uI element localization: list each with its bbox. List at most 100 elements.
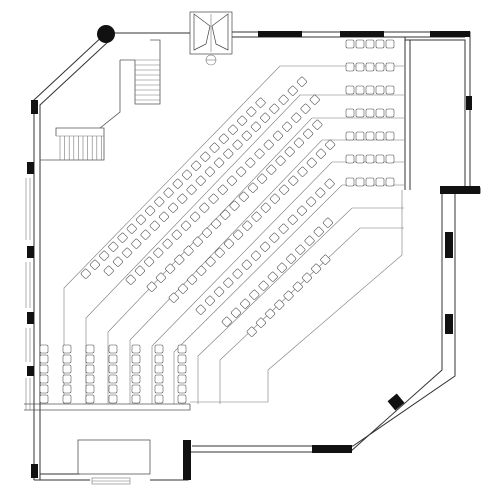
seat <box>375 108 385 118</box>
seat <box>296 76 307 87</box>
seat <box>292 281 303 292</box>
seat <box>275 155 286 166</box>
seat <box>306 196 317 207</box>
seat <box>260 241 271 252</box>
seat <box>177 344 187 354</box>
seat <box>365 62 375 72</box>
pier <box>340 31 384 37</box>
seat <box>108 354 118 364</box>
right-upper-wall <box>404 37 466 188</box>
upper-stair-outline <box>134 39 161 105</box>
pier <box>27 312 34 324</box>
seat <box>190 211 201 222</box>
seat <box>227 124 238 135</box>
pier <box>27 366 34 376</box>
seat <box>131 364 141 374</box>
seat <box>375 154 385 164</box>
seat <box>345 131 355 141</box>
seat <box>177 374 187 384</box>
seat <box>324 178 335 189</box>
right-lower-wall <box>188 193 443 453</box>
seat <box>385 85 395 95</box>
bottom-left-seating-block <box>39 344 187 404</box>
seat <box>260 202 271 213</box>
seat <box>279 184 290 195</box>
seat <box>154 354 164 364</box>
seat <box>345 62 355 72</box>
seat <box>39 374 49 384</box>
pier <box>27 246 34 258</box>
seat <box>232 268 243 279</box>
seat <box>217 184 228 195</box>
seat <box>284 146 295 157</box>
seat <box>251 211 262 222</box>
seat <box>226 175 237 186</box>
seat <box>135 214 146 225</box>
seat <box>171 229 182 240</box>
seat <box>108 364 118 374</box>
seat <box>191 160 202 171</box>
round-column-icon <box>97 25 115 43</box>
seat <box>39 394 49 404</box>
seat <box>122 247 133 258</box>
diagonal-seating-tiers <box>80 76 336 337</box>
seat <box>131 238 142 249</box>
seat <box>154 364 164 374</box>
seat <box>286 253 297 264</box>
right-seating-block <box>345 39 395 187</box>
double-door-icon <box>189 11 233 66</box>
entrance-alcove <box>77 439 151 485</box>
seat <box>131 384 141 394</box>
seat <box>223 148 234 159</box>
seat <box>385 108 395 118</box>
right-lower-wall-outer <box>192 193 456 447</box>
seat <box>154 374 164 384</box>
seat <box>163 187 174 198</box>
seat <box>260 112 271 123</box>
seat <box>172 178 183 189</box>
seat <box>177 283 188 294</box>
pier <box>445 232 453 258</box>
seat <box>315 187 326 198</box>
seat <box>269 103 280 114</box>
seat <box>257 173 268 184</box>
seat <box>325 139 336 150</box>
seat <box>278 223 289 234</box>
seat <box>200 151 211 162</box>
seat <box>165 263 176 274</box>
staircase-icon <box>40 39 161 161</box>
seat <box>154 344 164 354</box>
seat <box>258 280 269 291</box>
seat <box>177 384 187 394</box>
front-edge <box>24 403 191 411</box>
seat <box>269 232 280 243</box>
seat <box>108 241 119 252</box>
seat <box>250 250 261 261</box>
seat <box>199 202 210 213</box>
seat <box>204 295 215 306</box>
seat <box>385 154 395 164</box>
seat <box>311 263 322 274</box>
seat <box>103 265 114 276</box>
seat <box>355 39 365 49</box>
seat <box>180 220 191 231</box>
seat <box>183 245 194 256</box>
seat <box>62 364 72 374</box>
seat <box>205 256 216 267</box>
seat <box>301 272 312 283</box>
seat <box>232 139 243 150</box>
seat <box>131 354 141 364</box>
seat <box>201 227 212 238</box>
seat <box>62 374 72 384</box>
seat <box>196 265 207 276</box>
seat <box>267 271 278 282</box>
seat <box>247 182 258 193</box>
seat <box>158 211 169 222</box>
seat <box>117 232 128 243</box>
seat <box>154 394 164 404</box>
seat <box>293 137 304 148</box>
seat <box>345 39 355 49</box>
seat <box>168 202 179 213</box>
